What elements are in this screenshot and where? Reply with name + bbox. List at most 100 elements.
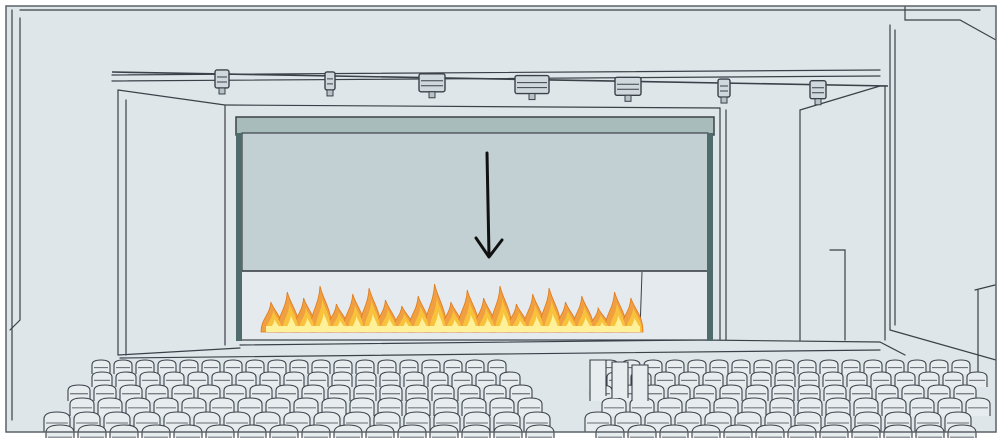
- seat-icon: [863, 359, 883, 374]
- seat-icon: [113, 359, 133, 374]
- stage-lights: [111, 69, 889, 106]
- seat-icon: [209, 397, 235, 416]
- seat-icon: [331, 371, 353, 387]
- seat-icon: [819, 359, 839, 374]
- seat-icon: [405, 397, 431, 416]
- seat-icon: [353, 384, 377, 401]
- seat-icon: [723, 424, 753, 438]
- seat-icon: [93, 384, 117, 401]
- seat-icon: [731, 359, 751, 374]
- seat-icon: [894, 371, 916, 387]
- stage-light-icon: [324, 71, 336, 97]
- seat-icon: [797, 384, 821, 401]
- seat-icon: [427, 371, 449, 387]
- seat-icon: [235, 371, 257, 387]
- stage-floor: [119, 339, 881, 359]
- seat-icon: [475, 371, 497, 387]
- seat-icon: [91, 359, 111, 374]
- seat-icon: [797, 397, 823, 416]
- seat-icon: [927, 384, 951, 401]
- seat-icon: [333, 359, 353, 374]
- seat-icon: [687, 359, 707, 374]
- seat-icon: [145, 384, 169, 401]
- seat-icon: [685, 397, 711, 416]
- seat-icon: [153, 397, 179, 416]
- seat-icon: [667, 384, 691, 401]
- seat-icon: [885, 359, 905, 374]
- seat-icon: [311, 359, 331, 374]
- seat-icon: [929, 359, 949, 374]
- seat-icon: [179, 359, 199, 374]
- seat-icon: [421, 359, 441, 374]
- stage-light-icon: [614, 76, 642, 102]
- seat-icon: [377, 397, 403, 416]
- seat-icon: [289, 359, 309, 374]
- seat-icon: [275, 384, 299, 401]
- seat-icon: [379, 371, 401, 387]
- seat-icon: [753, 359, 773, 374]
- seat-icon: [451, 371, 473, 387]
- audience-seating: [43, 359, 991, 438]
- illustration-border: [5, 5, 997, 433]
- seat-icon: [657, 397, 683, 416]
- seat-icon: [942, 371, 964, 387]
- seat-icon: [249, 384, 273, 401]
- seat-icon: [678, 371, 700, 387]
- seat-icon: [461, 397, 487, 416]
- seat-icon: [631, 364, 649, 401]
- seat-icon: [301, 384, 325, 401]
- seat-icon: [951, 359, 971, 374]
- seat-icon: [750, 371, 772, 387]
- seat-icon: [907, 359, 927, 374]
- curtain-header: [235, 116, 715, 136]
- seat-icon: [589, 359, 607, 396]
- seat-icon: [197, 384, 221, 401]
- seat-icon: [875, 384, 899, 401]
- seat-icon: [457, 384, 481, 401]
- seat-icon: [487, 359, 507, 374]
- seat-icon: [953, 384, 977, 401]
- seat-icon: [483, 384, 507, 401]
- seat-icon: [171, 384, 195, 401]
- seat-icon: [91, 371, 113, 387]
- seat-icon: [327, 384, 351, 401]
- seat-icon: [379, 384, 403, 401]
- seat-icon: [965, 397, 991, 416]
- seat-icon: [223, 359, 243, 374]
- seat-icon: [825, 397, 851, 416]
- stage-light-icon: [809, 80, 827, 106]
- seat-icon: [115, 371, 137, 387]
- seat-icon: [654, 371, 676, 387]
- seat-icon: [355, 359, 375, 374]
- seat-icon: [797, 359, 817, 374]
- seat-icon: [67, 384, 91, 401]
- seat-icon: [702, 371, 724, 387]
- seat-icon: [465, 359, 485, 374]
- curtain-frame-left: [236, 133, 242, 341]
- seat-icon: [431, 384, 455, 401]
- seat-icon: [403, 371, 425, 387]
- seat-icon: [719, 384, 743, 401]
- seat-icon: [187, 371, 209, 387]
- seat-icon: [307, 371, 329, 387]
- seat-icon: [245, 359, 265, 374]
- seat-icon: [849, 384, 873, 401]
- seat-icon: [443, 359, 463, 374]
- curtain-panel: [241, 132, 709, 272]
- fire-icon: [260, 283, 644, 333]
- seat-icon: [726, 371, 748, 387]
- seat-icon: [853, 397, 879, 416]
- stage-light-icon: [214, 69, 230, 95]
- seat-icon: [237, 397, 263, 416]
- seat-icon: [665, 359, 685, 374]
- seat-icon: [223, 384, 247, 401]
- seat-icon: [119, 384, 143, 401]
- seat-icon: [283, 371, 305, 387]
- seat-icon: [135, 359, 155, 374]
- seat-icon: [611, 361, 629, 398]
- stage-light-icon: [717, 78, 731, 104]
- seat-icon: [433, 397, 459, 416]
- seat-icon: [841, 359, 861, 374]
- down-arrow-icon: [474, 151, 504, 259]
